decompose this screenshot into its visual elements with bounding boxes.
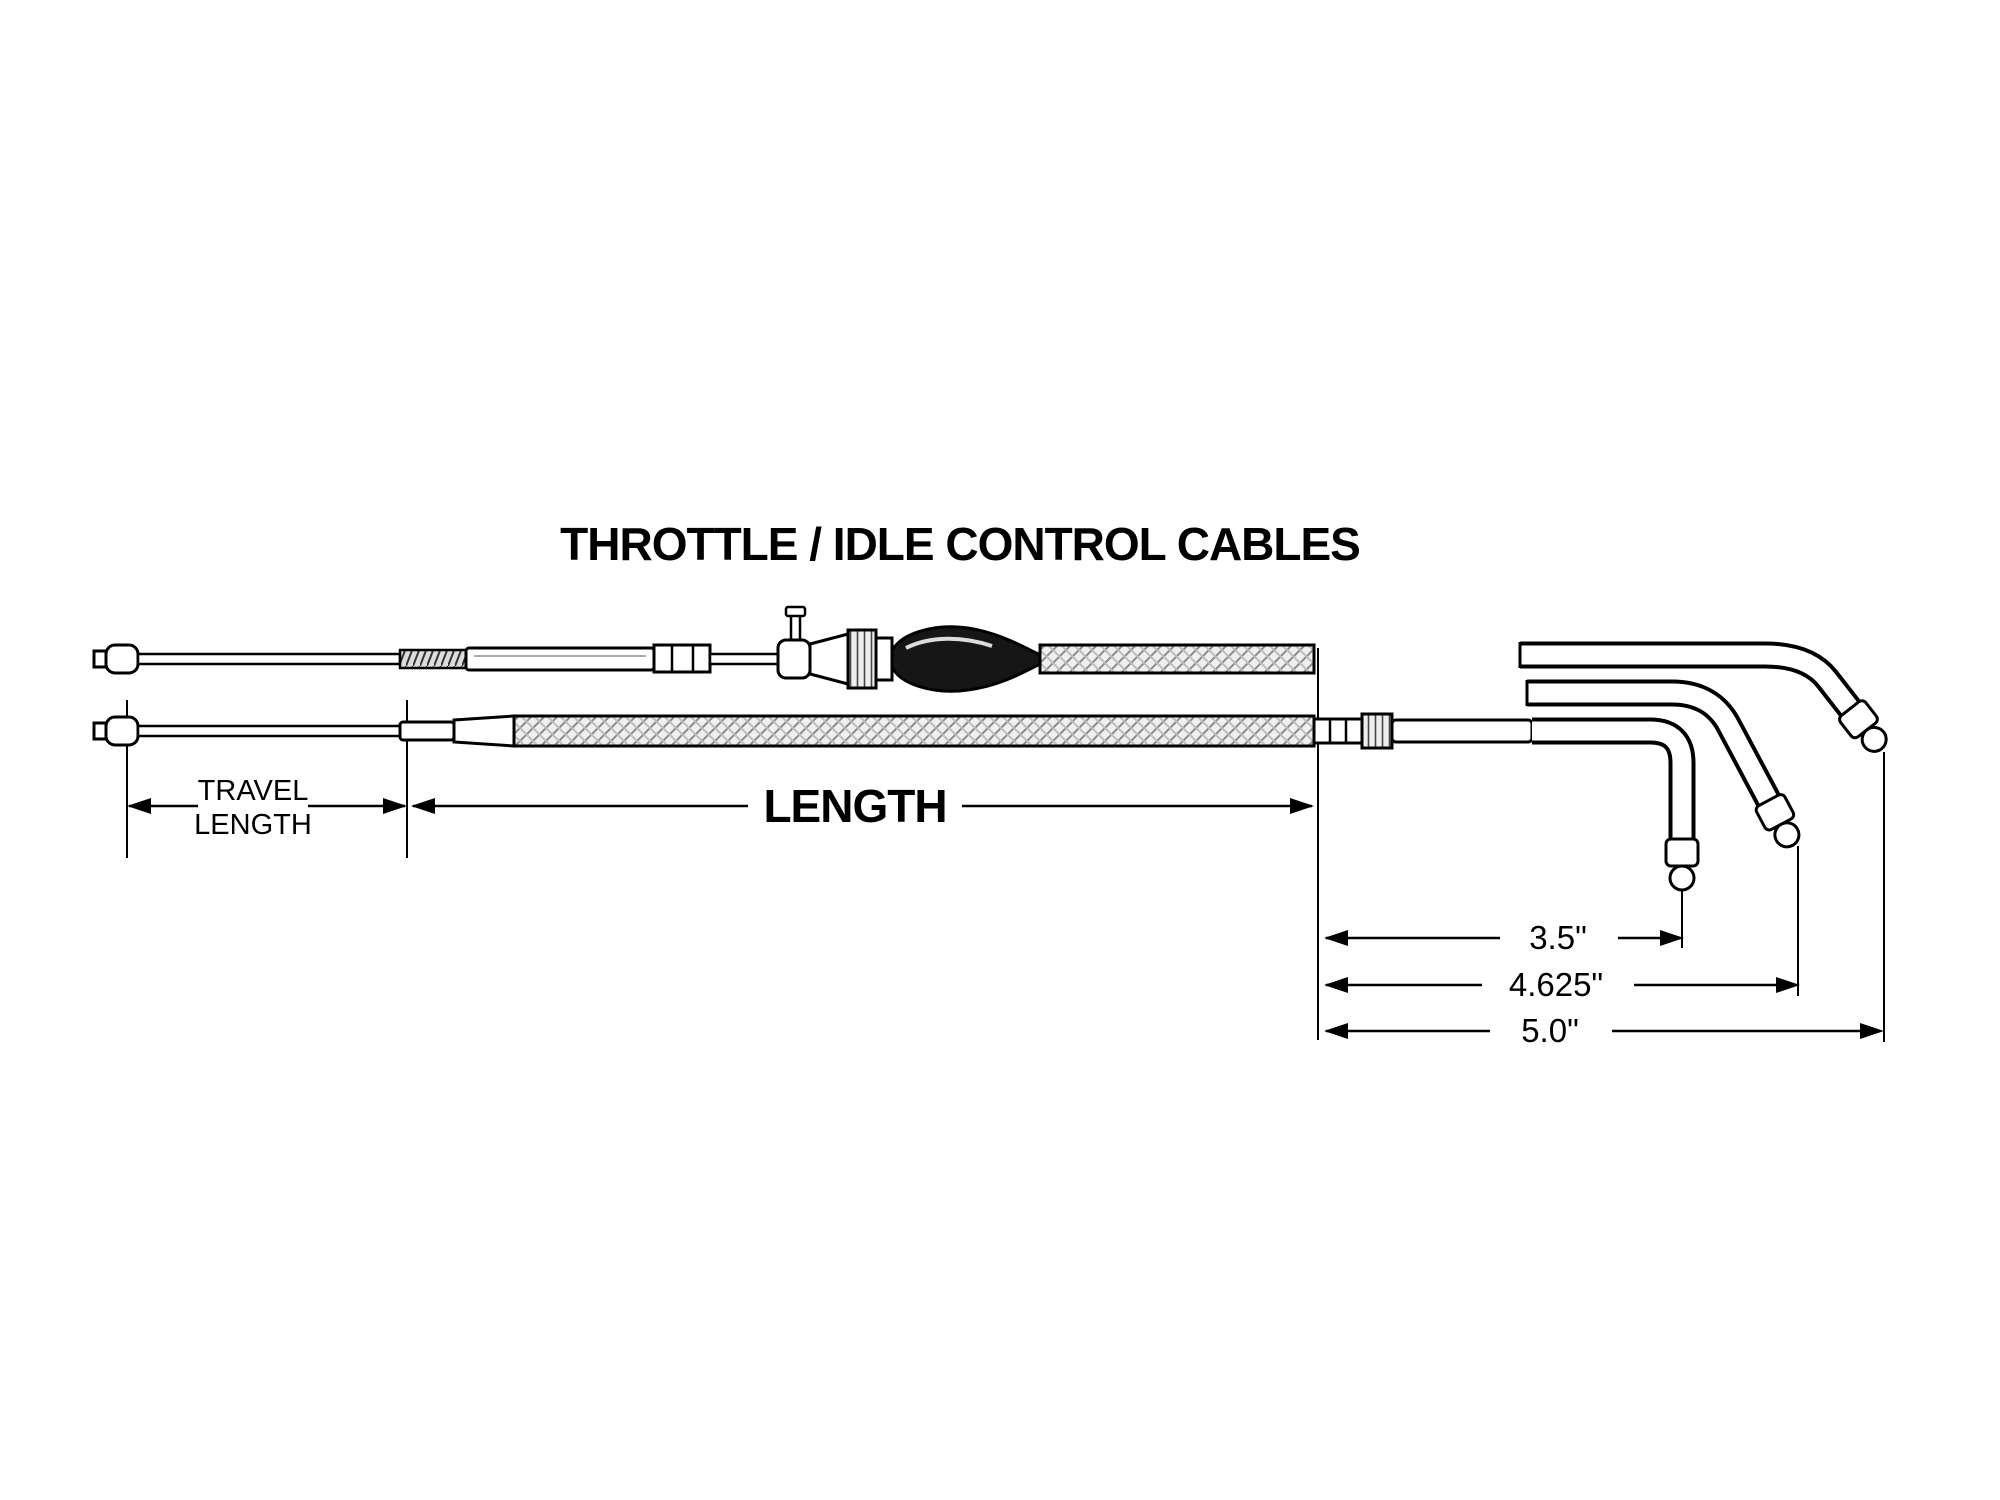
crimp-sleeve — [398, 720, 456, 742]
dimension-4-625: 4.625" — [1324, 966, 1800, 1003]
housing-tube — [464, 646, 656, 672]
braided-housing-top — [1038, 643, 1316, 675]
barrel-end-step — [92, 649, 108, 669]
rubber-boot — [890, 625, 1042, 693]
elbow-4-625-tip — [1754, 793, 1801, 849]
elbow-5-0-tip — [1838, 699, 1888, 753]
tip-sleeve — [1664, 837, 1700, 868]
boot-highlight — [905, 636, 993, 650]
adjuster-pin-head — [784, 605, 807, 618]
elbow-3-5-tip — [1664, 837, 1700, 892]
dim-5-0-label: 5.0" — [1521, 1012, 1579, 1049]
elbow-4-625 — [1525, 679, 1801, 849]
elbow-5-0 — [1518, 641, 1888, 753]
top-cable — [92, 605, 1316, 693]
dimension-length: LENGTH — [411, 780, 1314, 832]
tip-nub — [1773, 821, 1801, 849]
guide-tube — [1390, 718, 1534, 744]
inner-wire — [136, 724, 402, 738]
adjuster-body — [776, 638, 812, 680]
arrowhead-right — [1660, 930, 1684, 946]
dim-4-625-label: 4.625" — [1509, 966, 1603, 1003]
elbow-3-5 — [1532, 717, 1700, 892]
arrowhead-right — [1776, 977, 1800, 993]
length-label: LENGTH — [763, 780, 946, 832]
dimension-3-5: 3.5" — [1324, 919, 1684, 956]
barrel-end-step — [92, 721, 108, 741]
elbow-core — [1520, 645, 1860, 717]
tip-nub — [1668, 864, 1696, 892]
bottom-cable — [92, 712, 1534, 750]
arrowhead-left — [127, 798, 151, 814]
dim-3-5-label: 3.5" — [1529, 919, 1587, 956]
cable-end-elbows — [1518, 641, 1888, 892]
travel-length-label-line2: LENGTH — [194, 809, 312, 841]
inner-wire — [136, 652, 402, 666]
adjuster-nut — [1360, 712, 1394, 750]
arrowhead-right — [383, 798, 407, 814]
tip-nub — [1860, 725, 1888, 753]
dimension-5-0: 5.0" — [1324, 1012, 1884, 1049]
travel-length-label-line1: TRAVEL — [198, 775, 309, 807]
braided-housing-bottom — [512, 714, 1316, 748]
ferrule — [652, 643, 712, 674]
adjuster-cone — [808, 632, 850, 686]
arrowhead-right — [1860, 1023, 1884, 1039]
inner-wire-2 — [708, 652, 782, 666]
elbow-core — [1527, 683, 1779, 808]
threaded-section — [398, 648, 468, 670]
arrowhead-left — [411, 798, 435, 814]
adjuster-knurled-nut — [846, 628, 878, 690]
elbow-core — [1532, 721, 1692, 842]
barrel-end — [104, 643, 140, 675]
end-fitting — [1312, 717, 1364, 745]
elbow-outline — [1532, 717, 1696, 842]
extension-lines — [126, 648, 1885, 1042]
adjuster-collar — [874, 636, 894, 682]
arrowhead-right — [1290, 798, 1314, 814]
taper-ferrule — [452, 714, 516, 748]
barrel-end — [104, 715, 140, 747]
dimension-travel-length: TRAVEL LENGTH — [127, 775, 407, 841]
diagram-title: THROTTLE / IDLE CONTROL CABLES — [560, 518, 1360, 570]
